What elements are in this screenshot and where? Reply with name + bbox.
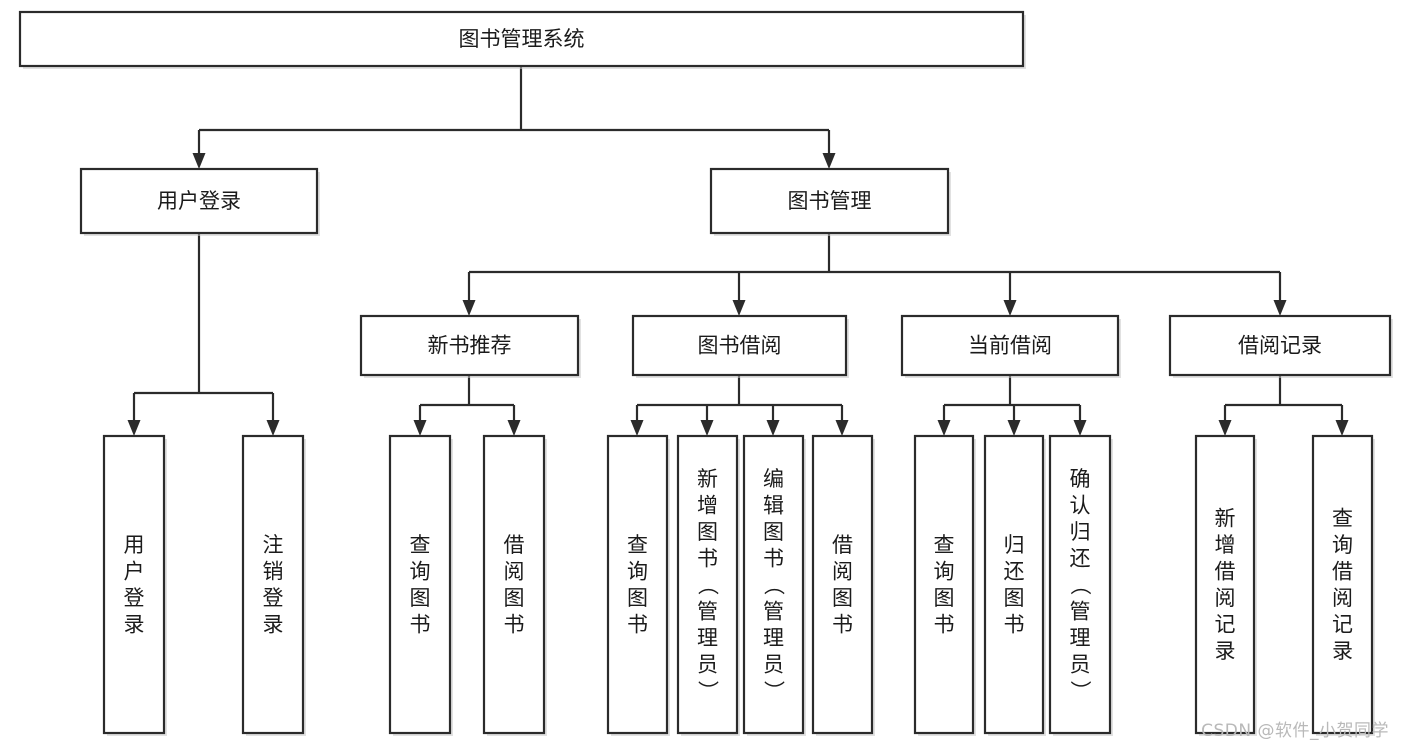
node-label: 图书管理	[788, 189, 872, 213]
node-box[interactable]	[1194, 434, 1256, 735]
node-label: 新增图书 管理员	[697, 467, 718, 677]
connector-arrowhead	[462, 300, 476, 316]
connector-arrowhead	[822, 153, 836, 169]
node-label: 查询图书	[934, 533, 955, 637]
diagram-node-book-borrow[interactable]: 图书借阅	[631, 314, 849, 378]
node-label: 注销登录	[263, 533, 284, 637]
node-label: 新书推荐	[428, 334, 512, 358]
node-box[interactable]	[913, 434, 975, 735]
connector-arrowhead	[732, 300, 746, 316]
diagram-node-leaf-confirm-return[interactable]: （ ） 确认归还 管理员	[1048, 434, 1113, 736]
diagram-node-leaf-edit-book[interactable]: （ ） 编辑图书 管理员	[742, 434, 806, 736]
diagram-node-leaf-return-book[interactable]: 归还图书	[983, 434, 1046, 736]
connector-group	[937, 375, 1087, 436]
diagram-node-current-borrow[interactable]: 当前借阅	[900, 314, 1121, 378]
diagram-node-leaf-query-book-3[interactable]: 查询图书	[913, 434, 976, 736]
node-box[interactable]	[1168, 314, 1392, 377]
node-label: 查询图书	[627, 533, 648, 637]
node-label: 借阅图书	[504, 533, 525, 637]
diagram-node-leaf-borrow-book-1[interactable]: 借阅图书	[482, 434, 547, 736]
connector-group	[192, 66, 836, 169]
node-label: 新增借阅记录	[1215, 507, 1236, 664]
node-box[interactable]	[102, 434, 166, 735]
connector-group	[630, 375, 849, 436]
diagram-node-root[interactable]: 图书管理系统	[18, 10, 1026, 69]
connectors-layer	[127, 66, 1349, 436]
node-label: 查询借阅记录	[1332, 507, 1353, 664]
connector-arrowhead	[937, 420, 951, 436]
diagram-node-leaf-logout[interactable]: 注销登录	[241, 434, 306, 736]
connector-arrowhead	[1073, 420, 1087, 436]
node-label: 归还图书	[1004, 533, 1025, 637]
node-label: 借阅图书	[832, 533, 853, 637]
node-box[interactable]	[79, 167, 319, 235]
node-label-bracket: （	[695, 574, 719, 595]
diagram-node-book-manage[interactable]: 图书管理	[709, 167, 951, 236]
connector-group	[1218, 375, 1349, 436]
node-label: 图书借阅	[698, 334, 782, 358]
node-box[interactable]	[1311, 434, 1374, 735]
connector-arrowhead	[266, 420, 280, 436]
diagram-node-new-book-rec[interactable]: 新书推荐	[359, 314, 581, 378]
diagram-node-leaf-add-record[interactable]: 新增借阅记录	[1194, 434, 1257, 736]
node-label: 用户登录	[124, 533, 145, 637]
node-box[interactable]	[482, 434, 546, 735]
node-label: 确认归还 管理员	[1070, 467, 1091, 677]
node-box[interactable]	[709, 167, 950, 235]
node-box[interactable]	[742, 434, 805, 735]
connector-arrowhead	[1003, 300, 1017, 316]
node-label: 用户登录	[157, 189, 241, 213]
node-label: 借阅记录	[1238, 334, 1322, 358]
node-label: 编辑图书 管理员	[763, 467, 784, 677]
node-box[interactable]	[676, 434, 739, 735]
connector-arrowhead	[630, 420, 644, 436]
connector-arrowhead	[192, 153, 206, 169]
diagram-node-leaf-query-book-1[interactable]: 查询图书	[388, 434, 453, 736]
node-box[interactable]	[359, 314, 580, 377]
node-box[interactable]	[900, 314, 1120, 377]
node-box[interactable]	[983, 434, 1045, 735]
diagram-node-borrow-record[interactable]: 借阅记录	[1168, 314, 1393, 378]
node-box[interactable]	[18, 10, 1025, 68]
node-box[interactable]	[388, 434, 452, 735]
connector-group	[413, 375, 521, 436]
diagram-node-leaf-add-book[interactable]: （ ） 新增图书 管理员	[676, 434, 740, 736]
node-label-bracket: （	[1068, 574, 1092, 595]
connector-arrowhead	[1218, 420, 1232, 436]
diagram-node-leaf-query-book-2[interactable]: 查询图书	[606, 434, 670, 736]
connector-group	[127, 233, 280, 436]
diagram-node-leaf-user-login[interactable]: 用户登录	[102, 434, 167, 736]
connector-arrowhead	[1335, 420, 1349, 436]
connector-arrowhead	[700, 420, 714, 436]
node-box[interactable]	[241, 434, 305, 735]
node-label-bracket: ）	[1068, 680, 1092, 701]
diagram-node-leaf-query-record[interactable]: 查询借阅记录	[1311, 434, 1375, 736]
node-box[interactable]	[631, 314, 848, 377]
connector-arrowhead	[127, 420, 141, 436]
node-label-bracket: ）	[695, 680, 719, 701]
diagram-node-user-login[interactable]: 用户登录	[79, 167, 320, 236]
nodes-layer: 图书管理系统用户登录图书管理新书推荐图书借阅当前借阅借阅记录用户登录注销登录查询…	[18, 10, 1393, 736]
node-label: 查询图书	[410, 533, 431, 637]
node-label-bracket: （	[761, 574, 785, 595]
connector-arrowhead	[413, 420, 427, 436]
connector-arrowhead	[1273, 300, 1287, 316]
node-label-bracket: ）	[761, 680, 785, 701]
connector-arrowhead	[835, 420, 849, 436]
connector-group	[462, 233, 1287, 316]
diagram-node-leaf-borrow-book-2[interactable]: 借阅图书	[811, 434, 875, 736]
connector-arrowhead	[766, 420, 780, 436]
connector-arrowhead	[507, 420, 521, 436]
node-label: 当前借阅	[968, 334, 1052, 358]
node-box[interactable]	[1048, 434, 1112, 735]
node-box[interactable]	[811, 434, 874, 735]
connector-arrowhead	[1007, 420, 1021, 436]
node-box[interactable]	[606, 434, 669, 735]
node-label: 图书管理系统	[459, 27, 585, 51]
